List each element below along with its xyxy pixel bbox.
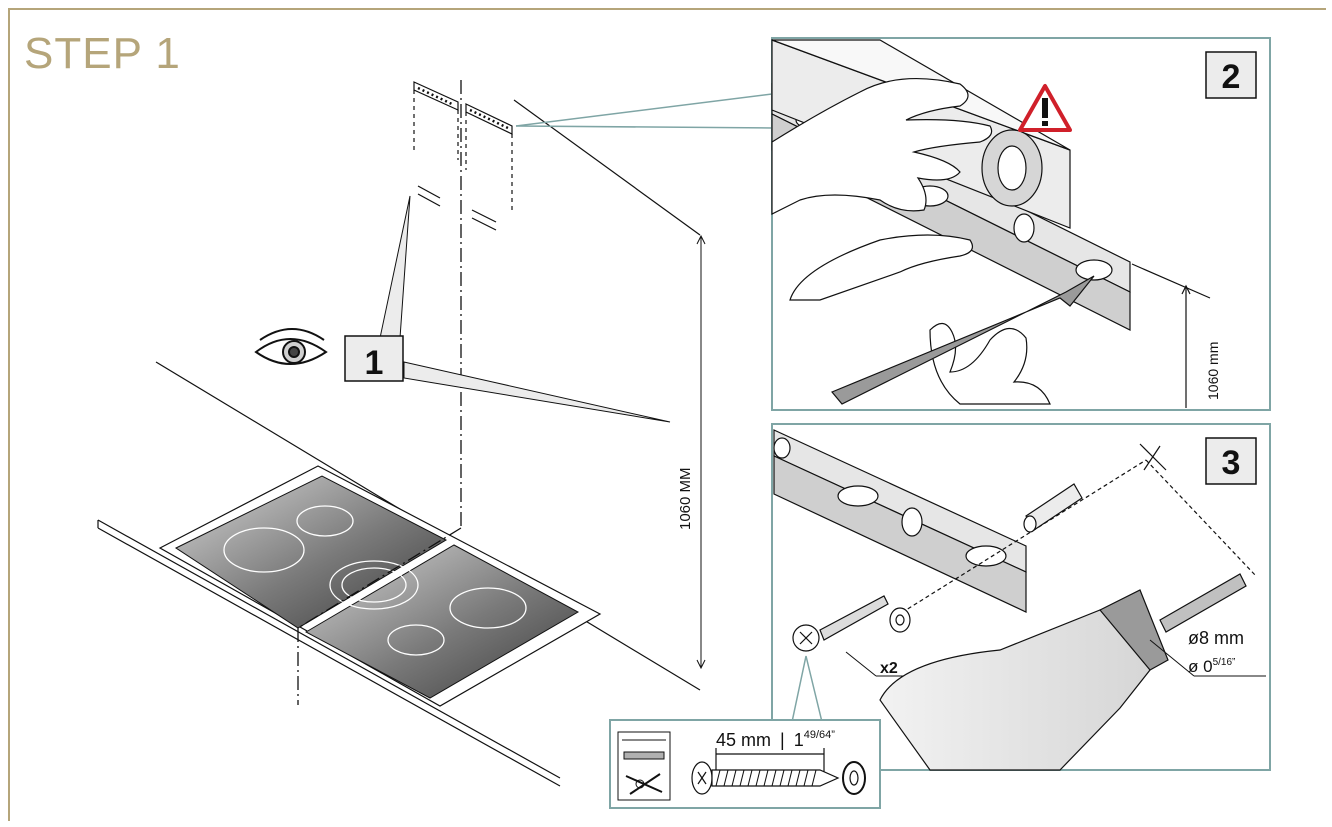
callout-3-number: 3 — [1222, 444, 1241, 482]
cooktop — [158, 465, 602, 707]
warning-icon — [1018, 84, 1072, 132]
callout-1-leaders — [379, 195, 671, 423]
drill-size-imperial: ø 05/16” — [1188, 657, 1235, 676]
panel-2: 1060 mm 2 — [771, 37, 1271, 411]
bracket-marks — [413, 81, 513, 231]
callout-2: 2 — [1205, 51, 1257, 99]
callout-3: 3 — [1205, 437, 1257, 485]
parts-bag-icon — [617, 731, 671, 801]
callout-1: 1 — [344, 335, 404, 382]
callout-2-number: 2 — [1222, 58, 1241, 96]
panel-2-height-label: 1060 mm — [1205, 342, 1221, 400]
panel-3: 3 x2 ø8 mm ø 05/16” — [771, 423, 1271, 771]
hardware-inset: 45 mm | 149/64” — [609, 719, 881, 809]
step-title: STEP 1 — [24, 29, 181, 78]
drill-size-metric: ø8 mm — [1188, 628, 1244, 648]
screw-length-label: 45 mm | 149/64” — [716, 729, 835, 750]
panel-2-leader — [515, 93, 773, 129]
screw-qty-label: x2 — [880, 660, 898, 677]
page-frame — [8, 8, 1326, 821]
height-dimension — [696, 234, 706, 670]
center-line — [297, 80, 462, 705]
eye-icon — [254, 328, 328, 365]
callout-1-number: 1 — [365, 344, 384, 382]
height-label: 1060 MM — [677, 467, 694, 530]
